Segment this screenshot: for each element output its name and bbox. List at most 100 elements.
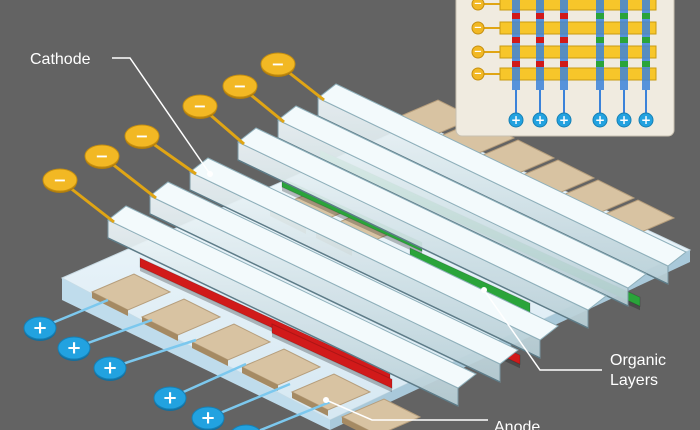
red-organic-layer xyxy=(271,323,393,389)
cathode-terminals: −−−−−− xyxy=(42,52,325,224)
anode-lead xyxy=(257,400,331,430)
cathode-terminal xyxy=(260,52,296,76)
cathode-strips xyxy=(107,83,687,407)
cathode-strip-top xyxy=(107,205,477,389)
inset-cathode-terminal xyxy=(471,21,485,35)
anode-pad-edge xyxy=(92,292,128,316)
inset-positive-sign: + xyxy=(641,113,651,127)
anode-terminal xyxy=(93,356,127,380)
inset-cathode-row xyxy=(499,45,657,59)
negative-sign: − xyxy=(271,55,284,74)
organic-callout-dot xyxy=(481,287,487,293)
cathode-strip-top xyxy=(277,105,647,289)
inset-cathode-row xyxy=(499,0,657,11)
cathode-strip-top xyxy=(149,181,519,365)
inset-cathode-terminal xyxy=(471,67,485,81)
anode-terminal xyxy=(57,336,91,360)
inset-pixel xyxy=(512,61,520,67)
cathode-strip-top xyxy=(317,83,687,267)
inset-pixel xyxy=(642,13,650,19)
positive-sign: + xyxy=(200,408,215,429)
anode-terminals: ++++++ xyxy=(23,298,331,430)
cathode-terminal xyxy=(42,168,78,192)
cathode-terminal xyxy=(222,74,258,98)
inset-anode-terminal xyxy=(556,112,572,128)
organic-layers-label-line1: Organic xyxy=(610,352,666,369)
inset-pixel xyxy=(560,61,568,67)
inset-negative-sign: − xyxy=(474,0,482,10)
cathode-strip-edge xyxy=(107,237,459,407)
anode-pad-edge xyxy=(142,317,178,341)
inset-anode-terminal xyxy=(508,112,524,128)
anode-terminal xyxy=(23,316,57,340)
inset-positive-sign: + xyxy=(535,113,545,127)
cathode-strip-edge xyxy=(277,137,629,307)
anode-label: Anode xyxy=(494,419,540,430)
cathode-strip-edge xyxy=(237,159,589,329)
inset-pixel xyxy=(536,13,544,19)
inset-pixel xyxy=(620,37,628,43)
inset-positive-sign: + xyxy=(619,113,629,127)
inset-grid: − − − − + + + + + + xyxy=(471,0,657,128)
negative-sign: − xyxy=(95,147,108,166)
cathode-strip-top xyxy=(237,127,607,311)
inset-cathode-row xyxy=(499,67,657,81)
cathode-strip-edge xyxy=(317,115,669,285)
inset-negative-sign: − xyxy=(474,47,482,58)
inset-cathode-row xyxy=(499,21,657,35)
inset-anode-terminal xyxy=(616,112,632,128)
cathode-strip-edge xyxy=(149,213,501,383)
inset-positive-sign: + xyxy=(511,113,521,127)
negative-sign: − xyxy=(193,97,206,116)
inset-pixel xyxy=(596,61,604,67)
inset-anode-column xyxy=(536,0,544,90)
inset-pixel xyxy=(642,37,650,43)
inset-pixel xyxy=(512,37,520,43)
matrix-inset: − − − − + + + + + + xyxy=(455,0,675,137)
anode-callout-line xyxy=(325,399,488,421)
inset-pixel xyxy=(596,13,604,19)
cathode-strip-edge xyxy=(189,189,541,359)
positive-sign: + xyxy=(102,358,117,379)
inset-pixel xyxy=(560,13,568,19)
inset-anode-terminal xyxy=(592,112,608,128)
inset-pixel xyxy=(620,61,628,67)
inset-anode-column xyxy=(560,0,568,90)
inset-pixel xyxy=(536,37,544,43)
inset-pixel xyxy=(642,61,650,67)
anode-terminal xyxy=(153,386,187,410)
inset-anode-column xyxy=(512,0,520,90)
cathode-callout-line xyxy=(112,57,211,175)
green-organic-layer-shadow xyxy=(282,187,422,256)
cathode-label: Cathode xyxy=(30,51,91,68)
anode-pad-edge xyxy=(292,392,328,416)
cathode-callout-dot xyxy=(207,171,213,177)
inset-anode-column xyxy=(596,0,604,90)
inset-pixel xyxy=(620,13,628,19)
anode-callout-dot xyxy=(323,397,329,403)
negative-sign: − xyxy=(135,127,148,146)
cathode-terminal xyxy=(124,124,160,148)
inset-positive-sign: + xyxy=(559,113,569,127)
positive-sign: + xyxy=(162,388,177,409)
inset-pixel xyxy=(512,13,520,19)
cathode-terminal xyxy=(84,144,120,168)
organic-layers-label-line2: Layers xyxy=(610,372,658,389)
positive-sign: + xyxy=(66,338,81,359)
anode-terminal xyxy=(191,406,225,430)
inset-negative-sign: − xyxy=(474,69,482,80)
anode-pad-edge xyxy=(242,367,278,391)
positive-sign: + xyxy=(32,318,47,339)
cathode-terminal xyxy=(182,94,218,118)
inset-cathode-terminal xyxy=(471,0,485,11)
inset-pixel xyxy=(536,61,544,67)
anode-pad-edge xyxy=(192,342,228,366)
inset-cathode-terminal xyxy=(471,45,485,59)
inset-negative-sign: − xyxy=(474,23,482,34)
anode-pad-edge xyxy=(342,417,368,430)
red-organic-layer-shadow xyxy=(272,333,392,393)
inset-positive-sign: + xyxy=(595,113,605,127)
inset-anode-terminal xyxy=(638,112,654,128)
